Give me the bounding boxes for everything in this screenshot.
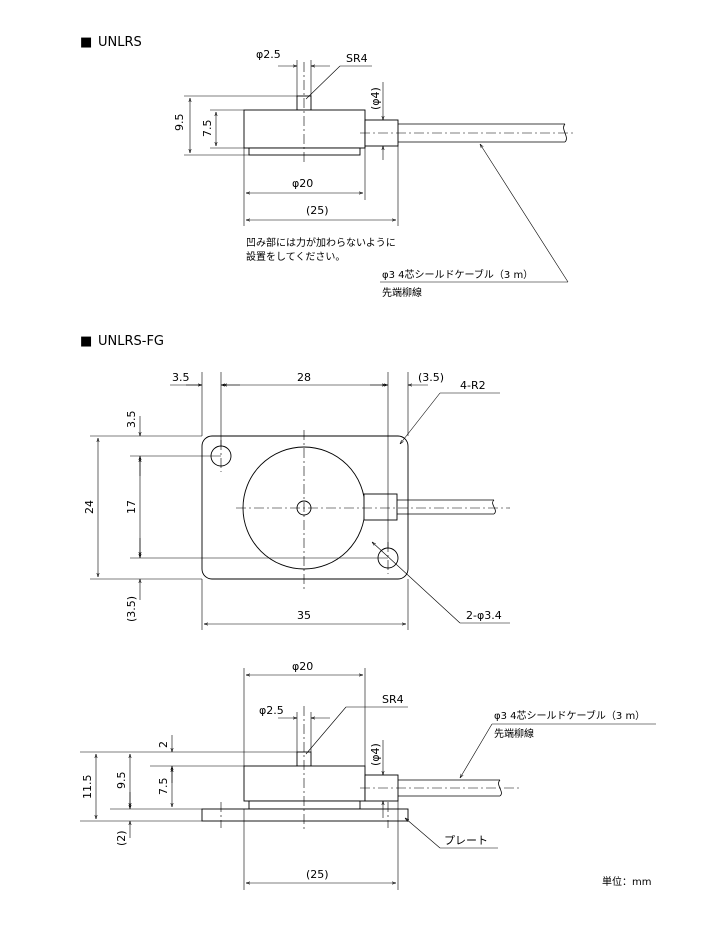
section-title-unlrs: UNLRS — [98, 35, 142, 50]
dim-bottom-margin: (3.5) — [125, 596, 138, 622]
notes-section-1: 凹み部には力が加わらないように 設置をしてください。 φ3 4芯シールドケーブル… — [246, 144, 569, 299]
dim-pin-diameter-2: φ2.5 — [259, 704, 284, 717]
dim-hole-pitch-vertical: 17 — [125, 500, 138, 514]
dimensions-section-3: φ20 φ2.5 SR4 2 7.5 9.5 11.5 (2) — [80, 660, 656, 890]
dim-sr: SR4 — [346, 52, 368, 65]
dim-body-diameter: φ20 — [292, 177, 313, 190]
dim-pin-height: 2 — [157, 741, 170, 748]
dim-top-margin: 3.5 — [125, 411, 138, 429]
dim-plate-width: 35 — [297, 609, 311, 622]
dim-corner-radius: 4-R2 — [460, 379, 486, 392]
plate-top-view — [201, 430, 510, 590]
cable-spec: φ3 4芯シールドケーブル（3 m） — [382, 268, 533, 281]
dimensions-section-2: 3.5 28 (3.5) 4-R2 3.5 17 (3.5) 24 35 2-φ… — [83, 371, 510, 630]
section-unlrs-fg-header: ■ UNLRS-FG — [80, 334, 164, 349]
sensor-base-side — [248, 800, 361, 810]
dim-body-height-2: 7.5 — [157, 778, 170, 796]
cable-boot-top — [363, 493, 398, 521]
dim-body-diameter-2: φ20 — [292, 660, 313, 673]
dim-hole-pitch: 28 — [297, 371, 311, 384]
bullet-square-2: ■ — [80, 334, 92, 349]
cable-end-spec-2: 先端柳線 — [494, 727, 534, 740]
dim-overall-height: 11.5 — [81, 775, 94, 800]
plate-side-view — [201, 706, 520, 830]
cable-leader — [480, 144, 569, 283]
section-title-unlrs-fg: UNLRS-FG — [98, 334, 164, 349]
section-unlrs-header: ■ UNLRS — [80, 35, 142, 50]
dim-cable-diameter-2: (φ4) — [369, 743, 382, 766]
dim-hole-spec: 2-φ3.4 — [466, 609, 502, 622]
unit-label: 単位：mm — [602, 875, 651, 888]
dim-left-margin: 3.5 — [172, 371, 190, 384]
dim-plate-thickness: (2) — [115, 830, 128, 846]
dim-pin-diameter: φ2.5 — [256, 48, 281, 61]
note-line-2: 設置をしてください。 — [246, 250, 345, 263]
plate-leader — [405, 818, 441, 849]
sensor-body — [243, 109, 366, 149]
dim-total-length-2: (25) — [306, 868, 329, 881]
dim-sensor-height: 9.5 — [115, 772, 128, 790]
cable-leader-2 — [460, 723, 493, 778]
sr-leader — [305, 65, 341, 100]
sensor-body-side — [243, 765, 366, 802]
sensor-side-view-1 — [243, 62, 575, 162]
hole-leader — [372, 542, 461, 624]
sensor-base-step — [248, 147, 361, 156]
dim-cable-diameter: (φ4) — [369, 87, 382, 110]
dim-plate-height: 24 — [83, 500, 96, 514]
dim-body-height: 7.5 — [201, 120, 214, 138]
cable-spec-2: φ3 4芯シールドケーブル（3 m） — [494, 709, 645, 722]
corner-leader — [400, 392, 441, 444]
plate-side — [201, 808, 409, 822]
dim-sr-2: SR4 — [382, 693, 404, 706]
plate-label: プレート — [444, 834, 488, 847]
dim-right-margin: (3.5) — [418, 371, 444, 384]
cable-end-spec: 先端柳線 — [382, 286, 422, 299]
dim-total-height: 9.5 — [173, 114, 186, 132]
dimensions-section-1: φ2.5 SR4 9.5 7.5 (φ4) φ20 (25) — [173, 48, 399, 226]
dim-total-length: (25) — [306, 204, 329, 217]
bullet-square: ■ — [80, 35, 92, 50]
note-line-1: 凹み部には力が加わらないように — [246, 236, 396, 249]
